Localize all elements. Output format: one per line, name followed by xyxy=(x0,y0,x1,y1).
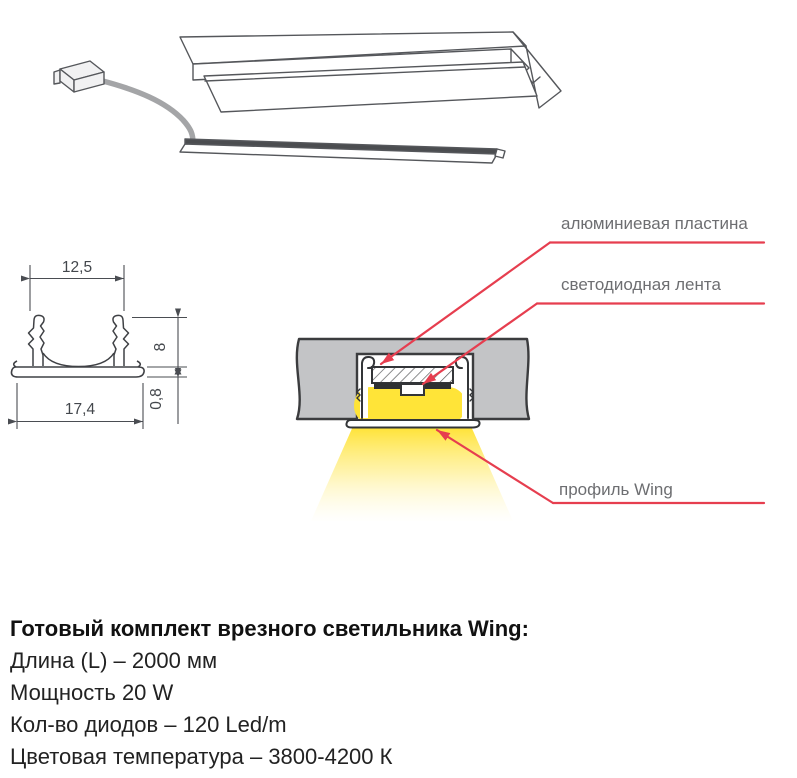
right-wall xyxy=(112,314,130,366)
assembly-3d-view xyxy=(53,31,562,164)
spec-led-count: Кол-во диодов – 120 Led/m xyxy=(10,712,287,737)
spec-color-temperature: Цветовая температура – 3800-4200 К xyxy=(10,744,393,769)
leader-profile-wing xyxy=(435,428,766,505)
profile-walls-installed xyxy=(356,355,474,419)
dim-top-width xyxy=(21,265,125,311)
leader-arrow-profile-wing-icon xyxy=(435,428,555,505)
dim-label-bottom-width: 17,4 xyxy=(65,401,96,418)
leader-led-strip xyxy=(421,302,766,386)
dim-label-flange-thickness: 0,8 xyxy=(148,388,165,410)
power-cable xyxy=(96,77,196,146)
leader-arrow-aluminum-plate-icon xyxy=(379,241,552,366)
profile-flange xyxy=(345,419,481,429)
cover-plate-3d xyxy=(203,61,538,113)
callout-aluminum-plate: алюминиевая пластина xyxy=(561,214,748,233)
aluminum-plate-hatched xyxy=(371,366,454,384)
profile-cross-section xyxy=(10,314,145,378)
callout-led-strip: светодиодная лента xyxy=(561,275,721,294)
spec-power: Мощность 20 W xyxy=(10,680,174,705)
flange-outline xyxy=(10,366,145,378)
leader-lines xyxy=(379,241,766,505)
specs-title: Готовый комплект врезного светильника Wi… xyxy=(10,616,529,641)
callout-labels: алюминиевая пластина светодиодная лента … xyxy=(559,214,748,499)
light-glow xyxy=(354,387,466,424)
led-diode-window xyxy=(400,383,425,396)
leader-aluminum-plate xyxy=(379,241,766,366)
left-wall xyxy=(27,314,45,366)
light-beam xyxy=(311,428,513,521)
dim-label-inner-height: 8 xyxy=(152,343,169,352)
dim-bottom-width xyxy=(8,383,144,429)
saddle-curve xyxy=(42,352,115,368)
dim-label-top-width: 12,5 xyxy=(62,259,92,276)
leader-arrow-led-strip-icon xyxy=(421,302,539,386)
dimension-lines xyxy=(8,265,187,429)
cross-section-dimension-drawing: 12,5 8 17,4 0,8 xyxy=(8,259,187,429)
led-plate-3d xyxy=(179,138,506,164)
dim-flange-thickness xyxy=(147,366,187,424)
callout-profile-wing: профиль Wing xyxy=(559,480,673,499)
cable-connector-icon xyxy=(53,60,105,93)
product-specs: Готовый комплект врезного светильника Wi… xyxy=(10,612,770,773)
spec-length: Длина (L) – 2000 мм xyxy=(10,648,218,673)
installation-cross-section xyxy=(295,337,531,521)
